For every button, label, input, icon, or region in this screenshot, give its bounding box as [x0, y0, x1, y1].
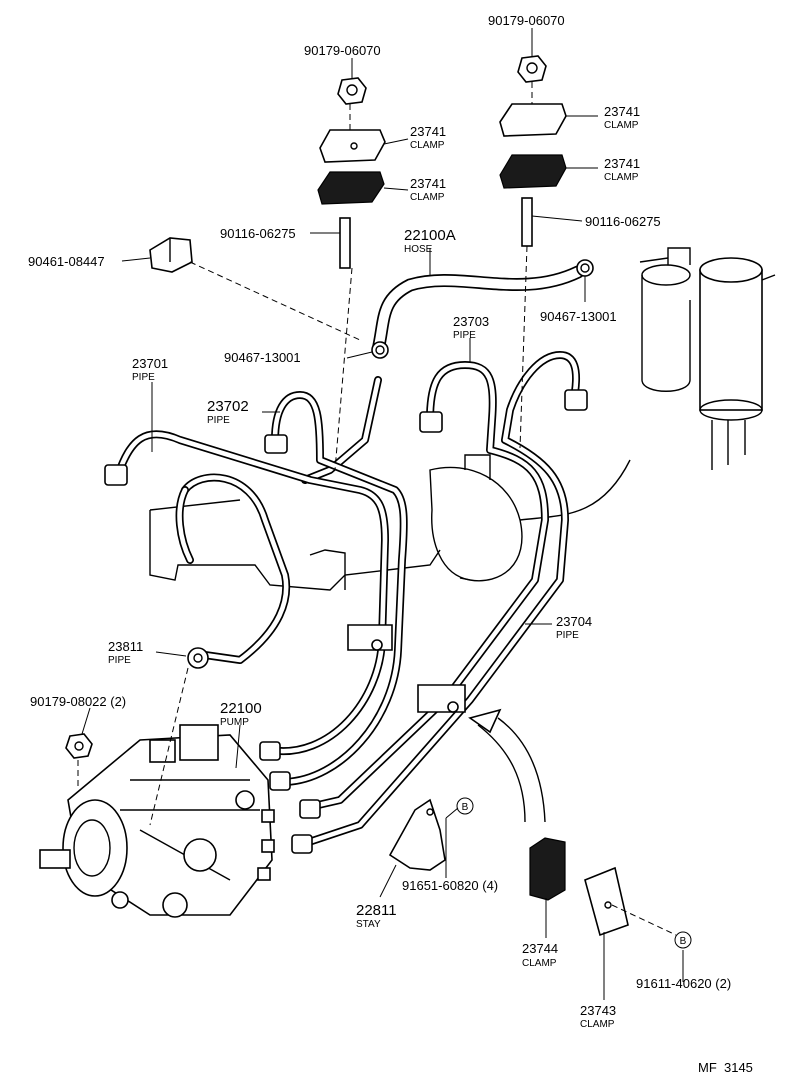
label-23743-number: 23743: [580, 1003, 616, 1018]
label-90179-06070-right: 90179-06070: [488, 13, 565, 28]
label-22811-number: 22811: [356, 902, 397, 919]
label-22100a-name: HOSE: [404, 244, 433, 255]
label-23741-c-number: 23741: [604, 104, 640, 119]
label-90179-08022: 90179-08022 (2): [30, 694, 126, 709]
top-hardware-drawing: [65, 55, 594, 759]
label-23811-number: 23811: [108, 639, 143, 654]
leader-lines: [77, 28, 684, 1000]
label-23701-name: PIPE: [132, 372, 155, 383]
label-22811-name: STAY: [356, 919, 381, 930]
label-23741-c-name: CLAMP: [604, 120, 639, 131]
label-23702-number: 23702: [207, 398, 249, 415]
label-23704-number: 23704: [556, 614, 592, 629]
marker-b-upper: B: [456, 797, 474, 815]
label-23743-name: CLAMP: [580, 1019, 615, 1030]
label-90467-13001-right: 90467-13001: [540, 309, 617, 324]
marker-b-lower-text: B: [680, 936, 687, 947]
label-23701-number: 23701: [132, 356, 168, 371]
label-23702-name: PIPE: [207, 415, 230, 426]
fuel-filter-drawing: [639, 247, 776, 470]
label-22100-number: 22100: [220, 700, 262, 717]
injection-pipes-drawing: [104, 351, 588, 854]
label-23703-number: 23703: [453, 314, 489, 329]
label-23741-b-number: 23741: [410, 176, 446, 191]
label-23741-a-number: 23741: [410, 124, 446, 139]
label-91651-60820: 91651-60820 (4): [402, 878, 498, 893]
label-23744-number: 23744: [522, 941, 558, 956]
label-90116-06275-right: 90116-06275: [585, 214, 661, 229]
part-labels: 90179-06070 90179-06070 23741 CLAMP 2374…: [28, 13, 731, 1030]
drawing-code: MF 3145: [698, 1060, 753, 1075]
label-22100-name: PUMP: [220, 717, 249, 728]
injection-pump-drawing: [39, 724, 275, 918]
label-90179-06070-left: 90179-06070: [304, 43, 381, 58]
label-91611-40620: 91611-40620 (2): [636, 976, 731, 991]
lower-hardware-drawing: [388, 708, 629, 937]
label-90116-06275-left: 90116-06275: [220, 226, 296, 241]
label-22100a-number: 22100A: [404, 227, 456, 244]
label-23741-a-name: CLAMP: [410, 140, 445, 151]
label-23741-d-number: 23741: [604, 156, 640, 171]
label-90467-13001-left: 90467-13001: [224, 350, 301, 365]
marker-b-upper-text: B: [462, 802, 469, 813]
hose-22100a-drawing: [301, 265, 585, 484]
label-23741-b-name: CLAMP: [410, 192, 445, 203]
label-23744-name: CLAMP: [522, 958, 557, 969]
marker-b-lower: B: [674, 931, 692, 949]
label-23811-name: PIPE: [108, 655, 131, 666]
label-23704-name: PIPE: [556, 630, 579, 641]
label-90461-08447: 90461-08447: [28, 254, 105, 269]
label-23703-name: PIPE: [453, 330, 476, 341]
label-23741-d-name: CLAMP: [604, 172, 639, 183]
